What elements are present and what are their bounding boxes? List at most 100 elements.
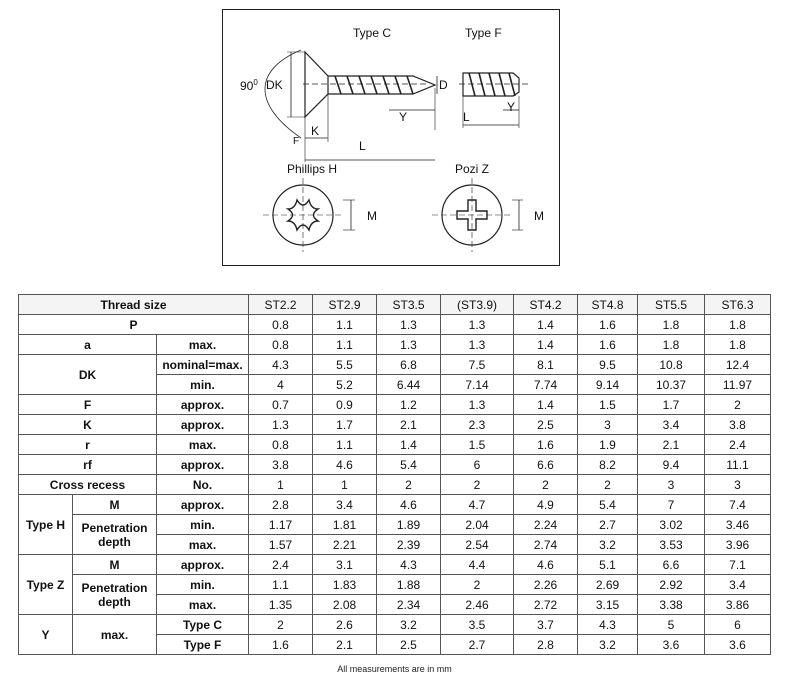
- cell: 1.4: [513, 334, 578, 355]
- row-sublabel: min.: [156, 374, 249, 395]
- cell: 4.7: [440, 494, 514, 515]
- cell: 10.8: [637, 354, 705, 375]
- cell: 4.6: [376, 494, 441, 515]
- cell: 4.3: [577, 614, 638, 635]
- cell: 5.2: [312, 374, 377, 395]
- label-k: K: [311, 124, 320, 138]
- row-a: a max. 0.8 1.1 1.3 1.3 1.4 1.6 1.8 1.8: [18, 334, 771, 355]
- cell: 1: [248, 474, 313, 495]
- row-type-h-pen-max: max. 1.57 2.21 2.39 2.54 2.74 3.2 3.53 3…: [19, 534, 771, 555]
- cell: 2: [704, 394, 771, 415]
- cell: 2: [577, 474, 638, 495]
- cell: 1.6: [577, 314, 638, 335]
- row-label: M: [72, 494, 157, 515]
- cell: 3.6: [704, 634, 771, 655]
- row-sublabel: max.: [156, 534, 249, 555]
- label-m-phillips: M: [367, 209, 377, 223]
- row-label: max.: [72, 614, 157, 655]
- row-label: DK: [18, 354, 157, 395]
- row-group-label: Type Z: [18, 554, 73, 615]
- cell: 3.53: [637, 534, 705, 555]
- cell: 2: [513, 474, 578, 495]
- cell: 3.96: [704, 534, 771, 555]
- row-sublabel: approx.: [156, 494, 249, 515]
- row-y-type-c: Y max. Type C 2 2.6 3.2 3.5 3.7 4.3 5 6: [18, 614, 771, 655]
- cell: 1.4: [513, 314, 578, 335]
- row-sublabel: No.: [156, 474, 249, 495]
- label-l-type-f: L: [463, 110, 470, 124]
- row-sublabel: nominal=max.: [156, 354, 249, 375]
- header-size: ST4.8: [577, 294, 638, 315]
- cell: 2.72: [513, 594, 578, 615]
- row-type-z-m: Type Z M approx. 2.4 3.1 4.3 4.4 4.6 5.1…: [18, 554, 771, 615]
- cell: 0.8: [248, 334, 313, 355]
- cell: 1.3: [248, 414, 313, 435]
- cell: 7: [637, 494, 705, 515]
- cell: 3.2: [376, 614, 441, 635]
- cell: 3.6: [637, 634, 705, 655]
- cell: 1.5: [440, 434, 514, 455]
- cell: 3.5: [440, 614, 514, 635]
- label-pozi: Pozi Z: [455, 162, 490, 176]
- cell: 2.24: [513, 514, 578, 535]
- footnote: All measurements are in mm: [337, 664, 452, 674]
- cell: 4.6: [513, 554, 578, 575]
- cell: 5.4: [376, 454, 441, 475]
- cell: 3.2: [577, 634, 638, 655]
- cell: 1.88: [376, 574, 441, 595]
- cell: 3.02: [637, 514, 705, 535]
- cell: 1.3: [440, 314, 514, 335]
- label-d: D: [439, 78, 448, 92]
- cell: 6.8: [376, 354, 441, 375]
- cell: 2.1: [376, 414, 441, 435]
- cell: 3.38: [637, 594, 705, 615]
- cell: 1.5: [577, 394, 638, 415]
- row-sublabel: Type C: [156, 614, 249, 635]
- row-y-type-f: Type F 1.6 2.1 2.5 2.7 2.8 3.2 3.6 3.6: [19, 634, 771, 655]
- cell: 2.69: [577, 574, 638, 595]
- row-label: K: [18, 414, 157, 435]
- spec-table: Thread size ST2.2 ST2.9 ST3.5 (ST3.9) ST…: [18, 294, 771, 655]
- label-y-type-f: Y: [507, 100, 516, 114]
- row-group-label: Y: [18, 614, 73, 655]
- cell: 1.3: [376, 334, 441, 355]
- cell: 2.7: [577, 514, 638, 535]
- cell: 2: [440, 574, 514, 595]
- cell: 1.1: [312, 314, 377, 335]
- row-label: rf: [18, 454, 157, 475]
- cell: 6: [440, 454, 514, 475]
- cell: 2.5: [376, 634, 441, 655]
- header-size: ST2.2: [248, 294, 313, 315]
- row-sublabel: max.: [156, 434, 249, 455]
- cell: 2.1: [637, 434, 705, 455]
- row-label: Penetration depth: [72, 574, 157, 615]
- cell: 1.89: [376, 514, 441, 535]
- cell: 7.5: [440, 354, 514, 375]
- cell: 6.44: [376, 374, 441, 395]
- header-size: ST6.3: [704, 294, 771, 315]
- cell: 2.26: [513, 574, 578, 595]
- cell: 1.6: [513, 434, 578, 455]
- row-type-h-pen-min: Penetration depth min. 1.17 1.81 1.89 2.…: [19, 514, 771, 555]
- header-size: (ST3.9): [440, 294, 514, 315]
- cell: 2.39: [376, 534, 441, 555]
- row-sublabel: max.: [156, 334, 249, 355]
- cell: 1.7: [312, 414, 377, 435]
- cell: 2.5: [513, 414, 578, 435]
- row-label: Cross recess: [18, 474, 157, 495]
- row-label: P: [18, 314, 249, 335]
- row-sublabel: min.: [156, 514, 249, 535]
- cell: 3.4: [637, 414, 705, 435]
- cell: 3: [704, 474, 771, 495]
- cell: 1.1: [312, 334, 377, 355]
- cell: 1.1: [248, 574, 313, 595]
- cell: 1.4: [513, 394, 578, 415]
- cell: 5.1: [577, 554, 638, 575]
- row-sublabel: max.: [156, 594, 249, 615]
- cell: 1.3: [440, 334, 514, 355]
- cell: 11.1: [704, 454, 771, 475]
- cell: 0.9: [312, 394, 377, 415]
- cell: 2.54: [440, 534, 514, 555]
- cell: 9.14: [577, 374, 638, 395]
- cell: 1: [312, 474, 377, 495]
